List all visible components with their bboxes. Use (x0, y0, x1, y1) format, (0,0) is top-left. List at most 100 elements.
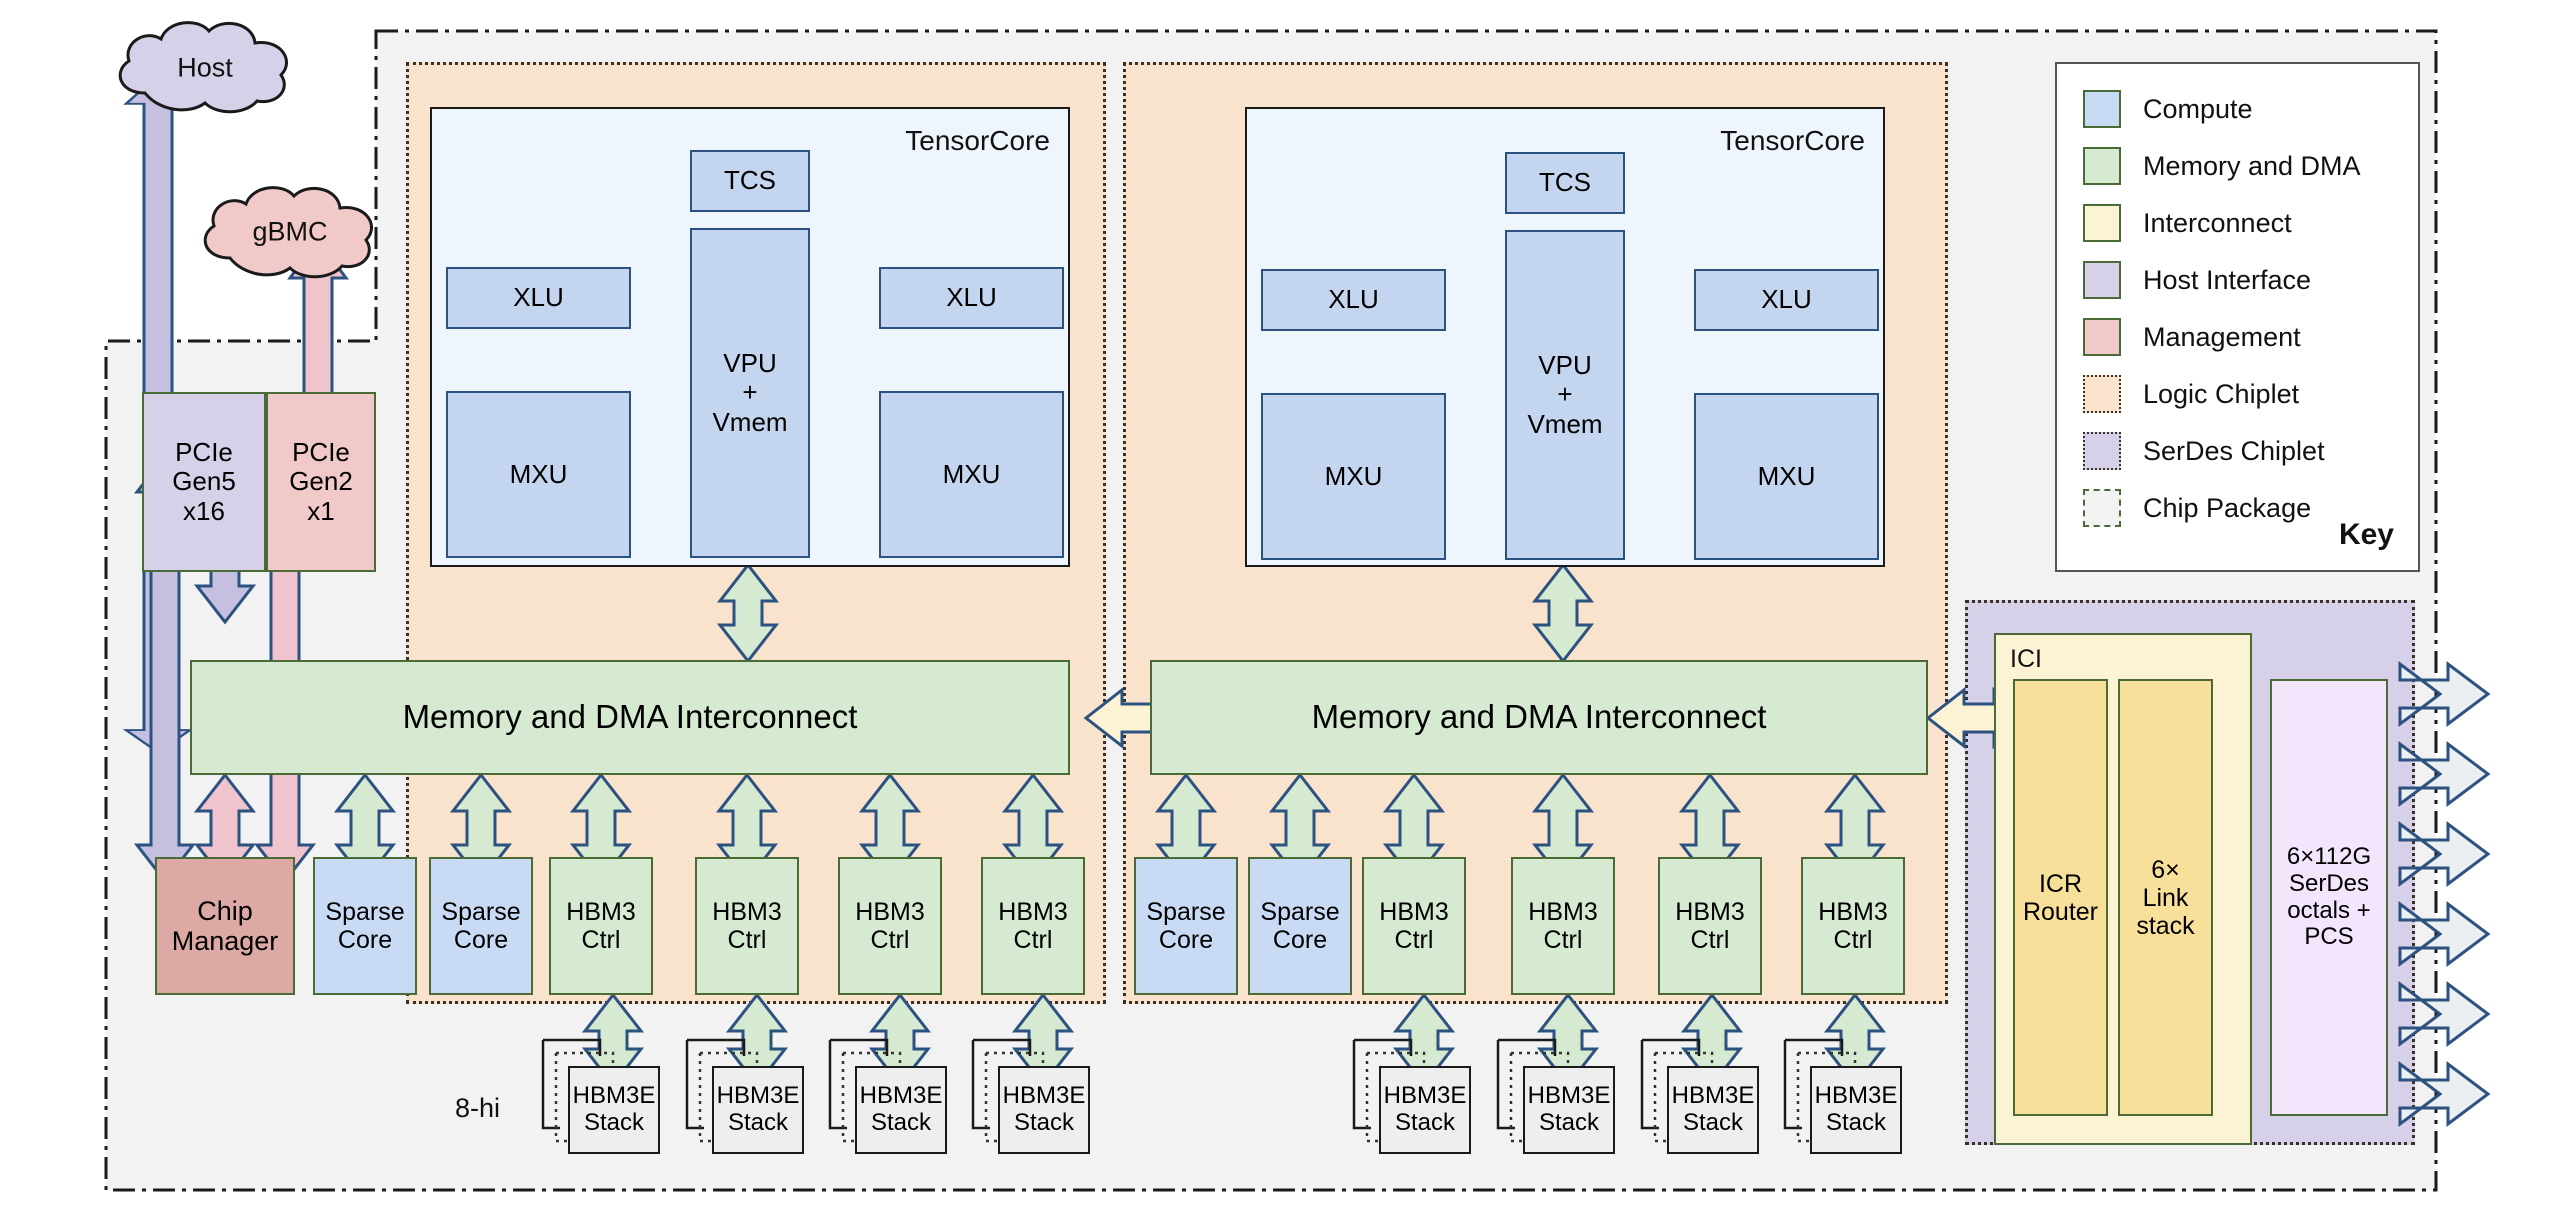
sparse-core-line-1: Core (1272, 926, 1328, 954)
hbm3e-stack-line-1: Stack (1682, 1109, 1744, 1136)
hbm3e-stack-1-2[interactable]: HBM3E Stack (1667, 1066, 1759, 1154)
key-row-5: Logic Chiplet (2083, 375, 2418, 413)
key-swatch-3 (2083, 261, 2121, 299)
tensorcore-0-title: TensorCore (905, 125, 1050, 156)
hbm3e-stack-line-1: Stack (1013, 1109, 1075, 1136)
hbm3-ctrl-line-1: Ctrl (581, 926, 621, 954)
hbm3-ctrl-line-1: Ctrl (1013, 926, 1053, 954)
key-label-5: Logic Chiplet (2143, 378, 2300, 409)
serdes-line-0: 6×112G (2286, 842, 2372, 870)
tensorcore-1-title: TensorCore (1720, 125, 1865, 156)
hbm3-ctrl-line-0: HBM3 (1528, 898, 1598, 926)
sparse-core-line-0: Sparse (441, 898, 521, 926)
pcie-gen2-line-2: x1 (307, 495, 335, 526)
key-label-3: Host Interface (2143, 264, 2312, 295)
key-row-2: Interconnect (2083, 204, 2418, 242)
tensorcore-0-tcs[interactable]: TCS (690, 150, 810, 212)
tensorcore-1-xlu-right[interactable]: XLU (1694, 269, 1879, 331)
hbm3-ctrl-1-0[interactable]: HBM3 Ctrl (1362, 857, 1466, 995)
hbm3-ctrl-line-1: Ctrl (870, 926, 910, 954)
serdes-octals-pcs-block[interactable]: 6×112G SerDes octals + PCS (2270, 679, 2388, 1116)
hbm3-ctrl-line-0: HBM3 (1818, 898, 1888, 926)
link-stack-line-1: Link (2142, 883, 2189, 912)
hbm3e-stack-line-1: Stack (1825, 1109, 1887, 1136)
hbm3e-stack-0-0[interactable]: HBM3E Stack (568, 1066, 660, 1154)
link-stack-line-0: 6× (2151, 855, 2180, 884)
key-swatch-2 (2083, 204, 2121, 242)
pcie-gen5-line-0: PCIe (175, 437, 233, 468)
hbm3e-stack-1-0[interactable]: HBM3E Stack (1379, 1066, 1471, 1154)
hbm3-ctrl-line-0: HBM3 (855, 898, 925, 926)
tensorcore-1-vpu[interactable]: VPU + Vmem (1505, 230, 1625, 560)
link-stack-line-2: stack (2136, 911, 2195, 940)
hbm3e-stack-0-3[interactable]: HBM3E Stack (998, 1066, 1090, 1154)
tensorcore-1-xlu-left[interactable]: XLU (1261, 269, 1446, 331)
sparse-core-1-1[interactable]: Sparse Core (1248, 857, 1352, 995)
hbm3-ctrl-line-0: HBM3 (1379, 898, 1449, 926)
key-row-0: Compute (2083, 90, 2418, 128)
chip-manager-line-0: Chip (197, 895, 253, 926)
sparse-core-line-1: Core (337, 926, 393, 954)
chip-manager-line-1: Manager (171, 926, 279, 956)
hbm3-ctrl-line-1: Ctrl (1833, 926, 1873, 954)
tensorcore-1-mxu-right[interactable]: MXU (1694, 393, 1879, 560)
hbm3e-stack-0-1[interactable]: HBM3E Stack (712, 1066, 804, 1154)
hbm3e-stack-1-1[interactable]: HBM3E Stack (1523, 1066, 1615, 1154)
key-label-2: Interconnect (2143, 207, 2292, 238)
key-label-6: SerDes Chiplet (2143, 435, 2325, 466)
host-cloud: Host (105, 15, 305, 120)
sparse-core-0-1[interactable]: Sparse Core (429, 857, 533, 995)
tensorcore-0-vpu[interactable]: VPU + Vmem (690, 228, 810, 558)
key-swatch-0 (2083, 90, 2121, 128)
hbm3e-stack-line-0: HBM3E (1671, 1082, 1755, 1110)
hbm-height-annotation: 8-hi (455, 1093, 501, 1123)
memory-dma-interconnect-0[interactable]: Memory and DMA Interconnect (190, 660, 1070, 775)
key-label-4: Management (2143, 321, 2301, 352)
tensorcore-0-xlu-left[interactable]: XLU (446, 267, 631, 329)
pcie-gen5-line-2: x16 (183, 495, 225, 526)
hbm3-ctrl-1-1[interactable]: HBM3 Ctrl (1511, 857, 1615, 995)
key-row-3: Host Interface (2083, 261, 2418, 299)
key-row-6: SerDes Chiplet (2083, 432, 2418, 470)
hbm3-ctrl-line-1: Ctrl (1690, 926, 1730, 954)
hbm3-ctrl-0-2[interactable]: HBM3 Ctrl (838, 857, 942, 995)
sparse-core-line-0: Sparse (1260, 898, 1340, 926)
icr-router-block[interactable]: ICR Router (2013, 679, 2108, 1116)
sparse-core-0-0[interactable]: Sparse Core (313, 857, 417, 995)
pcie-gen5-block[interactable]: PCIe Gen5 x16 (142, 392, 266, 572)
hbm3-ctrl-1-3[interactable]: HBM3 Ctrl (1801, 857, 1905, 995)
hbm3-ctrl-line-1: Ctrl (1543, 926, 1583, 954)
tensorcore-0-mxu-left[interactable]: MXU (446, 391, 631, 558)
serdes-line-1: SerDes (2288, 869, 2370, 897)
hbm3-ctrl-0-3[interactable]: HBM3 Ctrl (981, 857, 1085, 995)
gbmc-label: gBMC (252, 216, 328, 247)
tensorcore-1-tcs[interactable]: TCS (1505, 152, 1625, 214)
vpu-line-2: Vmem (712, 406, 788, 437)
link-stack-block[interactable]: 6× Link stack (2118, 679, 2213, 1116)
hbm3e-stack-line-0: HBM3E (572, 1082, 656, 1110)
tensorcore-0-xlu-right[interactable]: XLU (879, 267, 1064, 329)
hbm3e-stack-0-2[interactable]: HBM3E Stack (855, 1066, 947, 1154)
chip-manager-block[interactable]: Chip Manager (155, 857, 295, 995)
memory-dma-interconnect-1[interactable]: Memory and DMA Interconnect (1150, 660, 1928, 775)
sparse-core-line-1: Core (1158, 926, 1214, 954)
icr-router-line-0: ICR (2038, 869, 2083, 898)
pcie-gen2-block[interactable]: PCIe Gen2 x1 (266, 392, 376, 572)
hbm3-ctrl-1-2[interactable]: HBM3 Ctrl (1658, 857, 1762, 995)
vpu-line-1: + (1557, 379, 1573, 410)
vpu-line-1: + (742, 377, 758, 408)
sparse-core-line-1: Core (453, 926, 509, 954)
hbm3-ctrl-line-1: Ctrl (1394, 926, 1434, 954)
hbm3-ctrl-0-0[interactable]: HBM3 Ctrl (549, 857, 653, 995)
hbm3-ctrl-line-0: HBM3 (712, 898, 782, 926)
hbm3e-stack-1-3[interactable]: HBM3E Stack (1810, 1066, 1902, 1154)
hbm3-ctrl-0-1[interactable]: HBM3 Ctrl (695, 857, 799, 995)
tensorcore-0-mxu-right[interactable]: MXU (879, 391, 1064, 558)
sparse-core-1-0[interactable]: Sparse Core (1134, 857, 1238, 995)
hbm3e-stack-line-0: HBM3E (716, 1082, 800, 1110)
tensorcore-1-mxu-left[interactable]: MXU (1261, 393, 1446, 560)
pcie-gen2-line-1: Gen2 (289, 466, 353, 497)
